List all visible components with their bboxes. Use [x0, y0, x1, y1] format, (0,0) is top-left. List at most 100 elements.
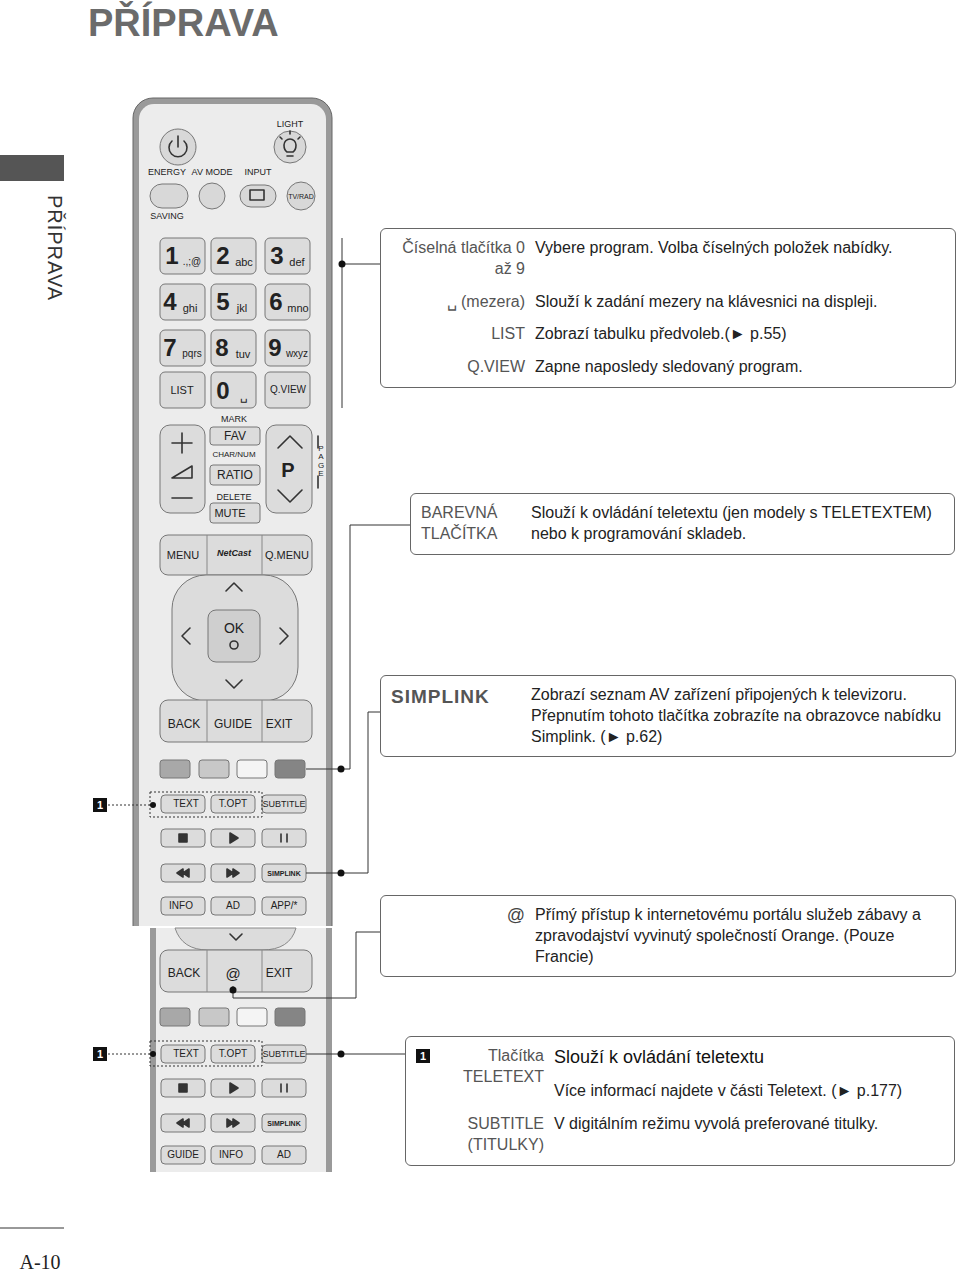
- button-label: 9: [268, 336, 281, 360]
- button-icon: [227, 869, 239, 877]
- remote-button: [262, 1079, 306, 1097]
- button-label: 4: [163, 290, 176, 314]
- side-tab-label: PŘÍPRAVA: [45, 195, 65, 301]
- button-label: 5: [216, 290, 229, 314]
- remote-button: [211, 864, 255, 882]
- page-title: PŘÍPRAVA: [88, 2, 279, 45]
- leader-dot: [338, 1051, 345, 1058]
- remote-button: [199, 1008, 229, 1026]
- button-label: SAVING: [150, 212, 183, 221]
- remote-button: [210, 503, 260, 523]
- group-frame: [150, 792, 262, 817]
- button-label: jkl: [237, 303, 247, 314]
- button-name: LIST: [391, 324, 525, 345]
- remote-button: [211, 1114, 255, 1132]
- remote-button: [210, 465, 260, 485]
- remote-button: [211, 372, 256, 408]
- description: Slouží k zadání mezery na klávesnici na …: [535, 292, 945, 313]
- remote-button: [262, 1114, 306, 1132]
- callout-box: Číselná tlačítka 0 až 9Vybere program. V…: [380, 228, 956, 388]
- button-icon: [281, 1084, 287, 1092]
- button-icon: [177, 869, 189, 877]
- button-label: EXIT: [266, 718, 293, 730]
- button-label: GUIDE: [214, 718, 252, 730]
- button-label: FAV: [224, 430, 246, 442]
- remote-button: [265, 284, 310, 320]
- button-label: TV/RAD: [288, 193, 314, 200]
- nav-ring: [175, 928, 296, 950]
- description: V digitálním režimu vyvolá preferované t…: [554, 1114, 944, 1135]
- button-label: wxyz: [286, 349, 308, 359]
- button-icon: [281, 834, 287, 842]
- leader-dot: [230, 987, 237, 994]
- description: Přímý přístup k internetovému portálu sl…: [535, 905, 945, 967]
- remote-button: [211, 829, 255, 847]
- remote-button: [161, 1146, 205, 1164]
- button-name: ␣ (mezera): [391, 292, 525, 313]
- button-icon: [280, 628, 288, 644]
- leader-dot: [338, 766, 345, 773]
- button-label: mno: [287, 303, 308, 314]
- remote-button: [208, 610, 260, 662]
- callout-number: 1: [93, 1047, 107, 1061]
- description: Slouží k ovládání teletextu (jen modely …: [531, 503, 944, 545]
- button-icon: [250, 190, 264, 200]
- button-label: AV MODE: [192, 168, 233, 177]
- button-name: Tlačítka TELETEXT: [440, 1046, 544, 1088]
- remote-button: [240, 185, 276, 207]
- page-number: A-10: [19, 1252, 60, 1272]
- leader-dot: [150, 1051, 156, 1057]
- button-icon: [278, 436, 302, 448]
- remote-button: [160, 284, 205, 320]
- button-label: Q.VIEW: [270, 385, 306, 395]
- button-label: NetCast: [217, 549, 251, 558]
- remote-button: [161, 829, 205, 847]
- callout-box: 1Tlačítka TELETEXTSlouží k ovládání tele…: [405, 1036, 955, 1166]
- button-label: EXIT: [266, 967, 293, 979]
- button-icon: [230, 833, 238, 843]
- description: Zobrazí seznam AV zařízení připojených k…: [531, 685, 945, 747]
- button-label: tuv: [236, 349, 251, 360]
- logo-text: SIMPLINK: [391, 685, 521, 710]
- remote-button: [211, 897, 255, 915]
- remote-button: [265, 372, 310, 408]
- remote-button: [262, 795, 306, 813]
- button-label: ghi: [183, 303, 198, 314]
- remote-button: [265, 238, 310, 274]
- round-button: [199, 183, 225, 209]
- leader-line: [342, 238, 380, 408]
- side-tab: [0, 155, 64, 181]
- button-label: TEXT: [173, 799, 199, 809]
- remote-button: [160, 238, 205, 274]
- button-label: 2: [216, 244, 229, 268]
- button-label: AD: [277, 1150, 291, 1160]
- remote-housing: [150, 928, 332, 1172]
- remote-button: [161, 897, 205, 915]
- remote-button: [160, 535, 312, 575]
- button-name: BAREVNÁ TLAČÍTKA: [421, 503, 521, 545]
- button-name: Q.VIEW: [391, 357, 525, 378]
- remote-button: [199, 760, 229, 778]
- callout-number: 1: [93, 798, 107, 812]
- remote-face: [156, 928, 326, 1172]
- button-icon: [230, 934, 242, 940]
- button-icon: [172, 466, 192, 478]
- button-label: 6: [269, 290, 282, 314]
- remote-button: [275, 1008, 305, 1026]
- remote-button: [160, 700, 312, 742]
- button-label: AD: [226, 901, 240, 911]
- button-label: CHAR/NUM: [212, 451, 255, 459]
- button-label: GUIDE: [167, 1150, 199, 1160]
- callout-box: SIMPLINK Zobrazí seznam AV zařízení připo…: [380, 675, 956, 757]
- remote-button: [211, 1146, 255, 1164]
- button-label: TEXT: [173, 1049, 199, 1059]
- button-label: SIMPLINK: [267, 870, 300, 877]
- description: Vybere program. Volba číselných položek …: [535, 238, 945, 259]
- remote-button: [161, 1114, 205, 1132]
- button-label: SUBTITLE: [262, 800, 305, 809]
- button-label: BACK: [168, 718, 201, 730]
- leader-line: [306, 1054, 405, 1055]
- button-label: ENERGY: [148, 168, 186, 177]
- button-label: LIST: [170, 385, 193, 396]
- button-label: PAGE: [317, 445, 325, 479]
